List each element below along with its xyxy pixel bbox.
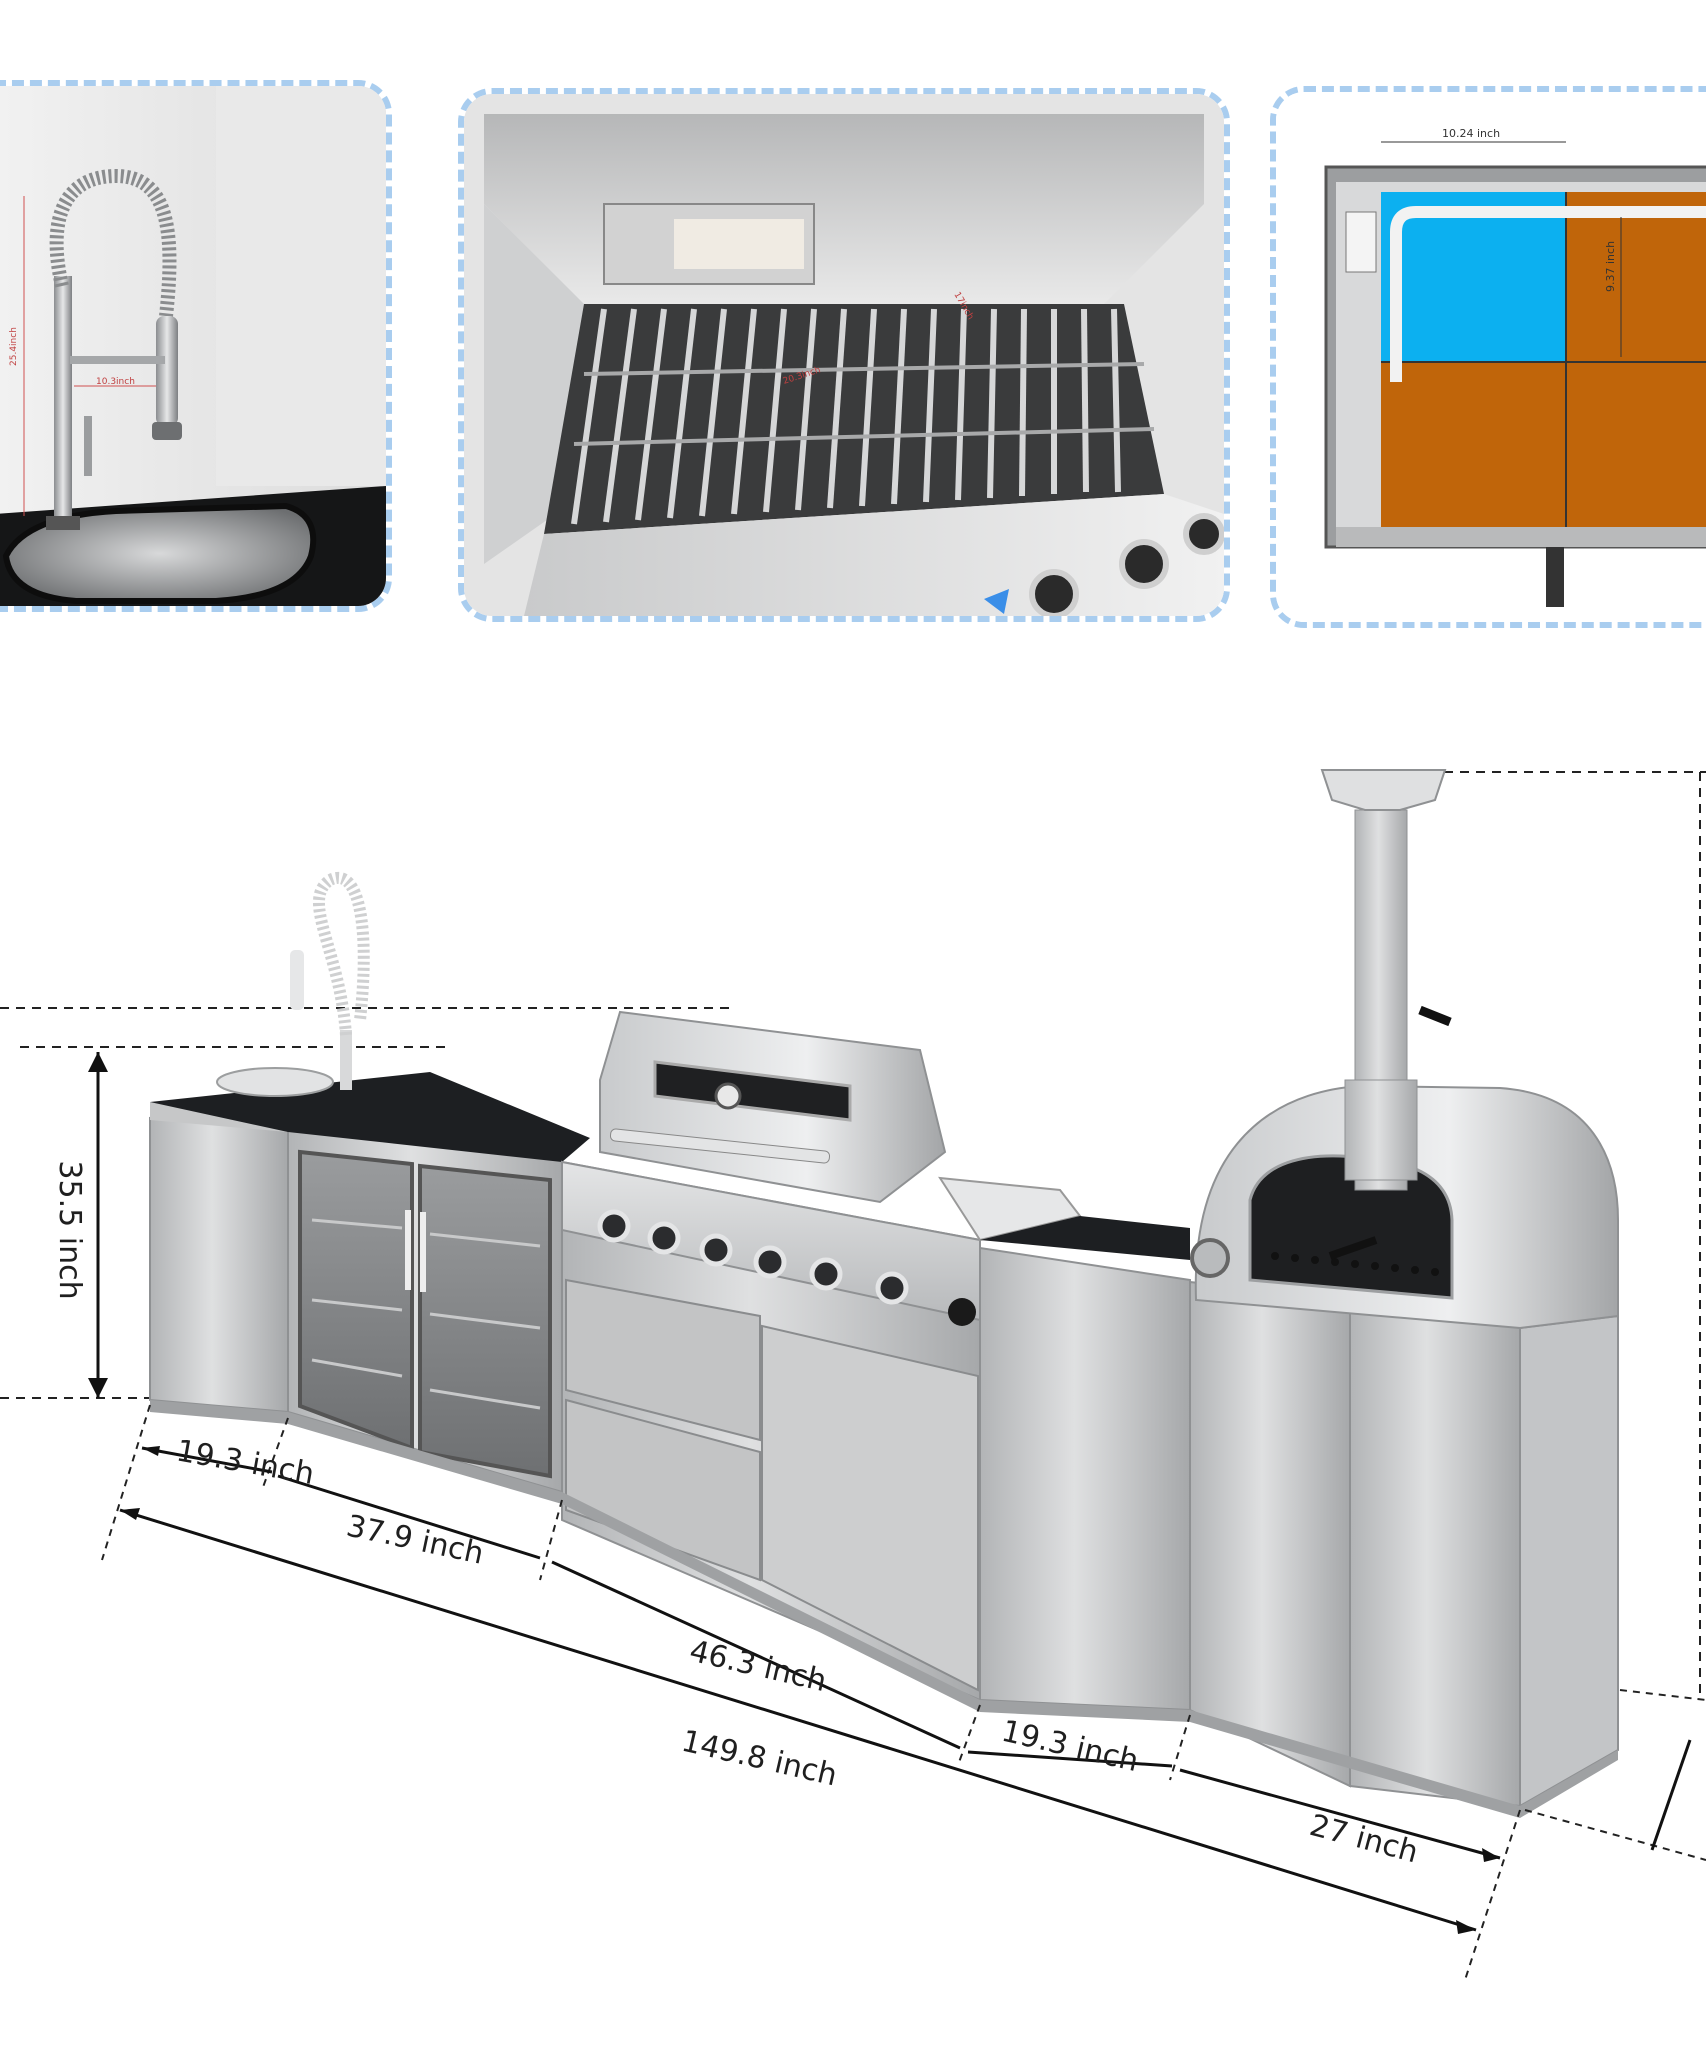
sink-cabinet-width: 19.3 inch	[174, 1433, 317, 1492]
outdoor-kitchen-illustration: 35.5 inch	[0, 769, 1706, 1981]
faucet	[290, 872, 370, 1090]
grill-photo: 20.3inch 17inch	[464, 94, 1224, 616]
grill-head	[561, 1010, 981, 1326]
beverage-fridge	[287, 1128, 563, 1494]
pizza-oven-cabinet	[1189, 1280, 1619, 1808]
dimension-lines	[119, 1446, 1692, 1932]
diagram-height-label: 9.37 inch	[1604, 241, 1617, 292]
faucet-reach-label: 10.3inch	[96, 377, 135, 387]
countertop-right	[980, 1216, 1190, 1260]
height-dimension: 35.5 inch	[52, 1052, 108, 1398]
height-label: 35.5 inch	[52, 1160, 87, 1299]
total-length: 149.8 inch	[678, 1724, 840, 1794]
dimension-arrows	[120, 1446, 1500, 1934]
diagram-width-label: 10.24 inch	[1442, 127, 1500, 140]
storage-cabinet	[979, 1246, 1191, 1712]
pizza-oven	[1190, 769, 1619, 1330]
cabinet-diagram-thumbnail: 10.24 inch 9.37 inch	[1270, 86, 1706, 628]
grill-thumbnail: 20.3inch 17inch	[458, 88, 1230, 622]
oven-cabinet-width: 27 inch	[1306, 1808, 1422, 1870]
dimension-extension-lines	[101, 1404, 1706, 1981]
faucet-height-label: 25.4inch	[9, 327, 19, 366]
counter-cabinet-width: 19.3 inch	[998, 1714, 1142, 1779]
cabinet-diagram: 10.24 inch 9.37 inch	[1276, 92, 1706, 622]
faucet-thumbnail: 25.4inch 10.3inch	[0, 80, 392, 612]
sink-basin	[216, 1067, 334, 1097]
faucet-sink-photo: 25.4inch 10.3inch	[0, 86, 386, 606]
sink-cabinet	[149, 1102, 289, 1414]
grill-cabinet-width: 46.3 inch	[686, 1634, 830, 1699]
